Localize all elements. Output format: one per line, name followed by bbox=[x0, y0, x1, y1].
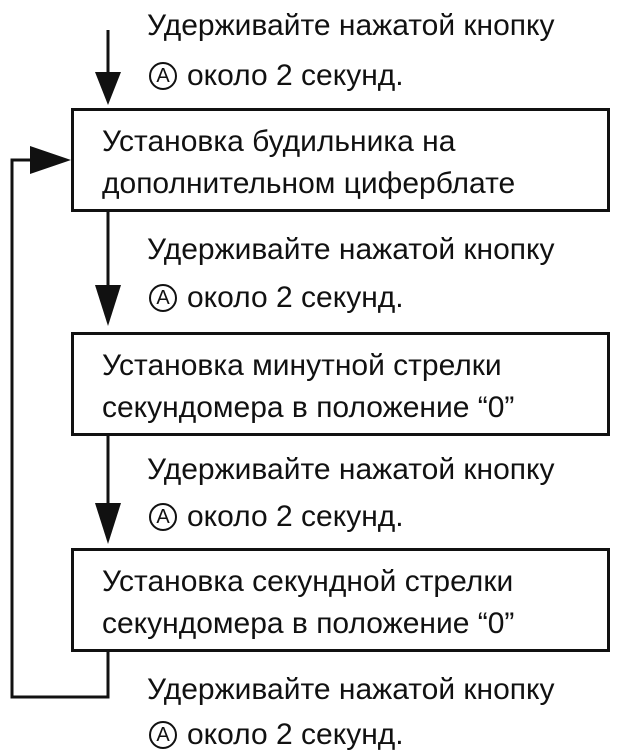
step-box-line: Установка будильника на bbox=[102, 125, 456, 158]
button-a-icon: A bbox=[149, 721, 177, 749]
instruction-text-3: Удерживайте нажатой кнопку bbox=[147, 453, 555, 486]
button-a-icon: A bbox=[149, 503, 177, 531]
step-box-minute-hand: Установка минутной стрелки секундомера в… bbox=[71, 332, 610, 436]
instruction-duration: около 2 секунд. bbox=[187, 500, 404, 533]
button-a-icon: A bbox=[149, 284, 177, 312]
loop-back-line bbox=[10, 158, 110, 699]
arrowhead-down-icon bbox=[95, 503, 121, 544]
arrowhead-right-icon bbox=[30, 146, 71, 174]
instruction-duration: около 2 секунд. bbox=[187, 718, 404, 751]
instruction-duration: около 2 секунд. bbox=[187, 59, 404, 92]
arrowhead-down-icon bbox=[95, 285, 121, 326]
step-box-second-hand: Установка секундной стрелки секундомера … bbox=[71, 548, 610, 652]
instruction-text-1: Удерживайте нажатой кнопку bbox=[147, 9, 555, 42]
step-box-alarm-setting: Установка будильника на дополнительном ц… bbox=[71, 108, 610, 212]
step-box-line: секундомера в положение “0” bbox=[102, 607, 515, 640]
instruction-duration: около 2 секунд. bbox=[187, 281, 404, 314]
step-box-line: Установка секундной стрелки bbox=[102, 565, 514, 598]
button-a-icon: A bbox=[149, 62, 177, 90]
instruction-text-2: Удерживайте нажатой кнопку bbox=[147, 233, 555, 266]
step-box-line: дополнительном циферблате bbox=[102, 167, 516, 200]
instruction-detail-2: A около 2 секунд. bbox=[147, 281, 404, 315]
instruction-text-4: Удерживайте нажатой кнопку bbox=[147, 673, 555, 706]
arrowhead-down-icon bbox=[95, 72, 121, 105]
step-box-line: секундомера в положение “0” bbox=[102, 391, 515, 424]
instruction-detail-1: A около 2 секунд. bbox=[147, 59, 404, 93]
instruction-detail-4: A около 2 секунд. bbox=[147, 718, 404, 752]
step-box-line: Установка минутной стрелки bbox=[102, 349, 502, 382]
instruction-detail-3: A около 2 секунд. bbox=[147, 500, 404, 534]
